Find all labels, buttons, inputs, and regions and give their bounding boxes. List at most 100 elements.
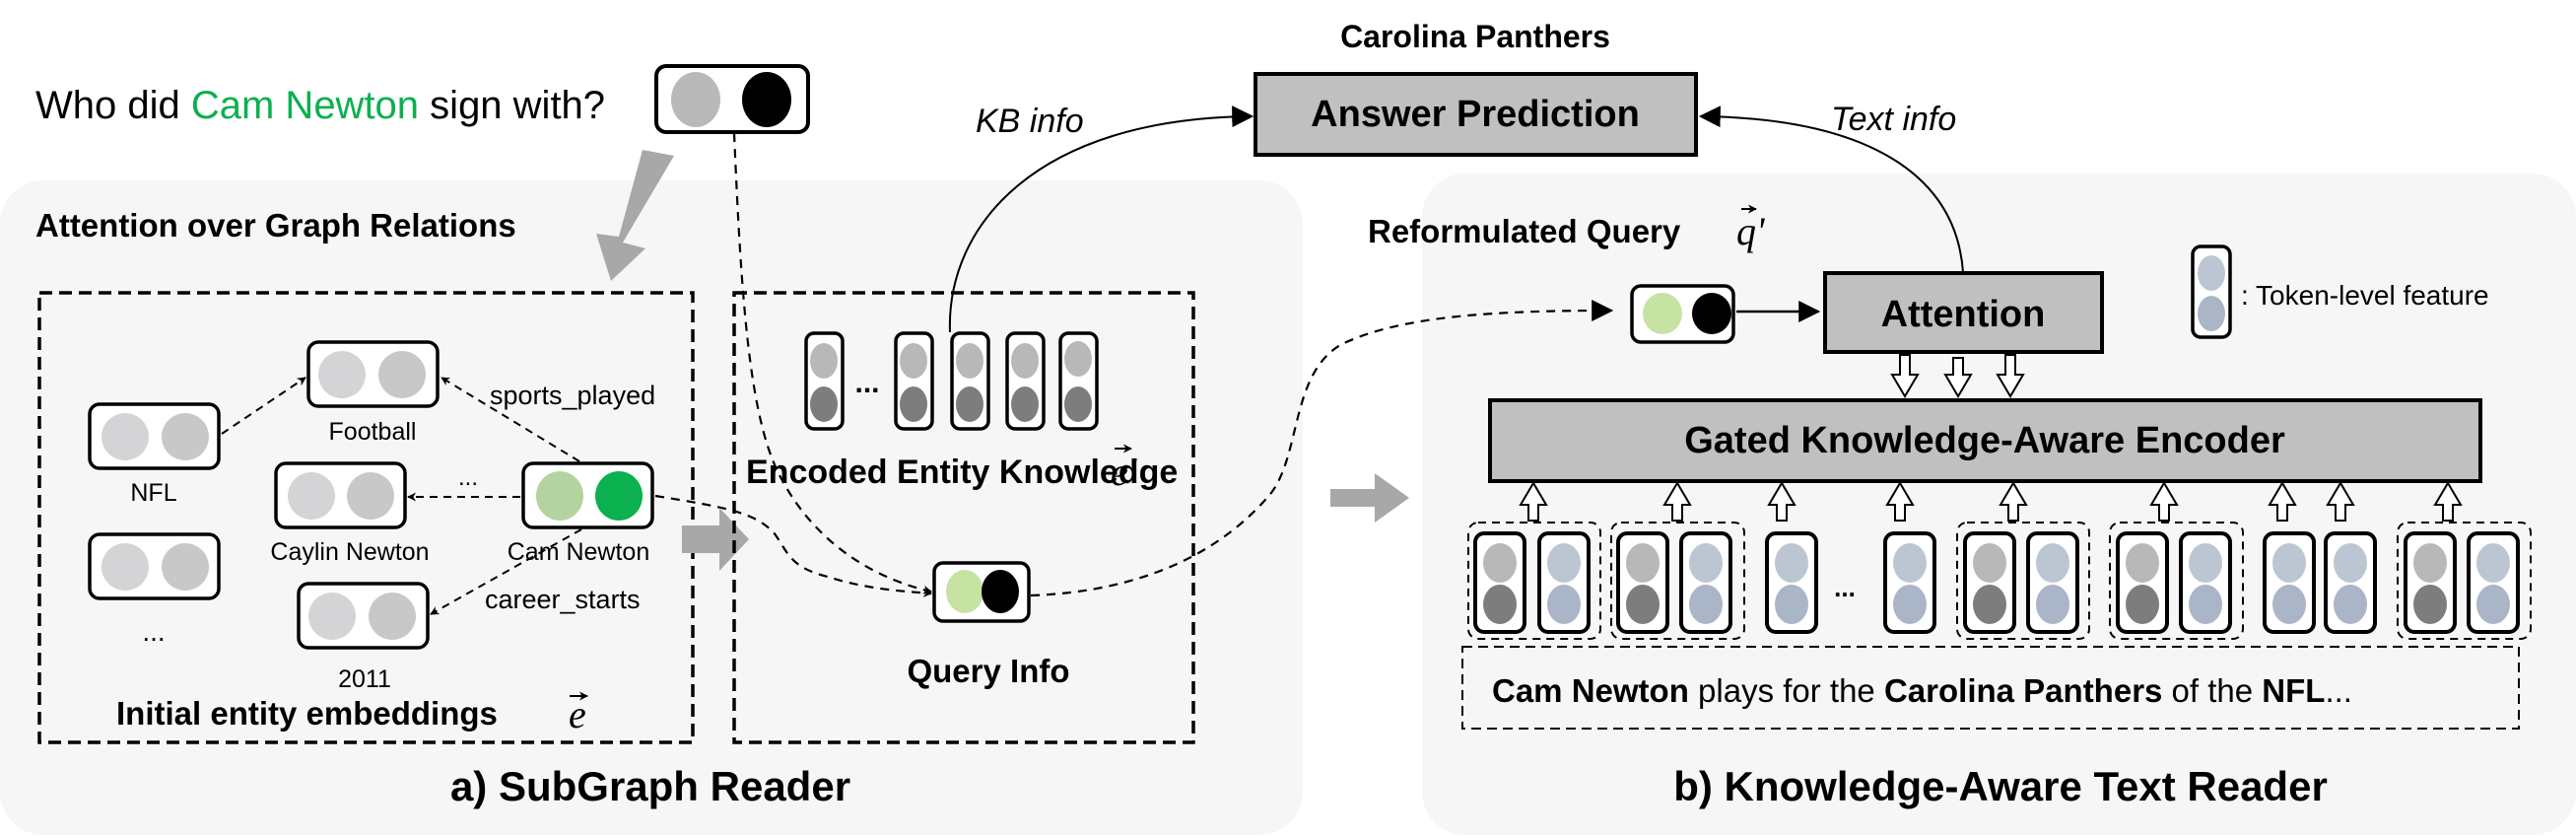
sentence-segment: NFL: [2262, 672, 2325, 709]
encoded-knowledge-caption: Encoded Entity Knowledge: [746, 454, 1178, 491]
sentence-segment: plays for the: [1689, 672, 1884, 709]
panel-a-title: a) SubGraph Reader: [450, 763, 850, 809]
question-vector: [654, 64, 810, 134]
entity-node-2011: [297, 582, 430, 650]
token-feature: [2324, 531, 2377, 634]
edge-nfl-football: [221, 377, 306, 435]
encoded-ellipsis: ...: [854, 367, 879, 399]
question-to-query-edge: [732, 132, 932, 594]
initial-embeddings-caption: Initial entity embeddings: [116, 695, 498, 732]
question-text: Who did Cam Newton sign with?: [35, 84, 605, 127]
input-sentence: Cam Newton plays for the Carolina Panthe…: [1492, 672, 2352, 709]
entity-label-football: Football: [329, 418, 417, 446]
hollow-up-arrow: [1999, 481, 2028, 522]
token-entity-pair-group: [1956, 522, 2090, 640]
token-feature: [1883, 531, 1936, 634]
entity-node-cam-newton: [521, 461, 654, 529]
entity-label-nfl: NFL: [130, 479, 176, 507]
encoded-vector: [1005, 331, 1046, 431]
text-info-edge: [1698, 105, 1964, 273]
attention-label: Attention: [1881, 294, 2046, 335]
entity-node-nfl: [88, 402, 221, 470]
reformulated-query-label: Reformulated Query: [1368, 213, 1681, 249]
hollow-up-arrow: [2433, 481, 2463, 522]
hollow-down-arrow: [1996, 354, 2025, 398]
hollow-down-arrow: [1890, 354, 1920, 398]
relation-ellipsis: ...: [458, 464, 478, 491]
encoded-knowledge-box: [732, 291, 1195, 744]
token-feature: [1537, 531, 1591, 634]
reformulated-query-symbol: q': [1736, 209, 1766, 253]
hollow-down-arrow: [1943, 357, 1973, 398]
hollow-up-arrow: [1519, 481, 1548, 522]
entity-node-football: [306, 340, 440, 408]
panel-b-title: b) Knowledge-Aware Text Reader: [1673, 763, 2328, 809]
sentence-segment: ...: [2325, 672, 2352, 709]
panel-a-to-b-arrow: [1330, 473, 1409, 523]
token-feature-legend-icon: [2191, 244, 2232, 339]
entity-knowledge-feature: [1473, 531, 1526, 634]
hollow-up-arrow: [1885, 481, 1915, 522]
token-ellipsis: ...: [1834, 573, 1856, 602]
gated-encoder-box: [1488, 398, 2482, 483]
sentence-segment: of the: [2162, 672, 2262, 709]
token-feature: [2467, 531, 2520, 634]
token-feature-legend-label: : Token-level feature: [2241, 280, 2489, 311]
encoded-entity-vectors: [804, 331, 1099, 431]
token-feature: [1765, 531, 1818, 634]
edge-cam-2011: [430, 528, 582, 615]
hollow-up-arrow: [1662, 481, 1692, 522]
encoded-knowledge-symbol: e': [1111, 450, 1138, 494]
entity-knowledge-feature: [2404, 531, 2457, 634]
encoded-vector: [950, 331, 990, 431]
query-info-vector: [932, 561, 1031, 623]
relation-career-starts: career_starts: [485, 585, 641, 614]
hollow-up-arrow: [2149, 481, 2179, 522]
token-feature: [1679, 531, 1732, 634]
encoded-vector: [894, 331, 934, 431]
token-feature: [2263, 531, 2316, 634]
token-to-encoder-arrows: [1519, 481, 2463, 522]
token-feature: [2179, 531, 2232, 634]
cam-to-query-edge: [654, 494, 932, 597]
entity-knowledge-feature: [2116, 531, 2169, 634]
relation-sports-played: sports_played: [490, 381, 655, 410]
entity-node-unlabeled: [88, 532, 221, 600]
entity-label-cam-newton: Cam Newton: [508, 538, 650, 566]
kb-info-edge: [948, 105, 1254, 333]
hollow-up-arrow: [2268, 481, 2297, 522]
token-feature-columns: [1467, 522, 2532, 640]
initial-embeddings-symbol: e: [569, 692, 586, 736]
initial-embeddings-box: [37, 291, 695, 744]
answer-label: Carolina Panthers: [1340, 19, 1610, 54]
answer-prediction-box: [1254, 72, 1698, 157]
hollow-up-arrow: [1767, 481, 1796, 522]
sentence-segment: Cam Newton: [1492, 672, 1689, 709]
query-info-caption: Query Info: [907, 653, 1069, 689]
token-feature: [2026, 531, 2079, 634]
encoded-vector: [804, 331, 845, 431]
entity-label-2011: 2011: [338, 665, 391, 693]
attention-box: [1823, 271, 2104, 354]
entity-knowledge-feature: [1616, 531, 1669, 634]
entity-label-caylin-newton: Caylin Newton: [270, 538, 429, 566]
sentence-box: [1461, 646, 2520, 730]
answer-prediction-label: Answer Prediction: [1311, 94, 1640, 135]
attention-to-encoder-arrows: [1890, 354, 2025, 398]
gated-encoder-label: Gated Knowledge-Aware Encoder: [1684, 420, 2285, 461]
question-to-graph-arrow: [596, 150, 674, 281]
entity-list-ellipsis: ...: [142, 616, 165, 647]
kb-info-label: KB info: [976, 103, 1084, 140]
entity-node-caylin-newton: [274, 461, 407, 529]
token-entity-pair-group: [1610, 522, 1745, 640]
entity-knowledge-feature: [1963, 531, 2016, 634]
hollow-up-arrow: [2326, 481, 2355, 522]
query-to-reformulated-edge: [1030, 300, 1614, 597]
initial-to-encoded-arrow: [682, 508, 749, 571]
token-entity-pair-group: [2109, 522, 2244, 640]
question-entity: Cam Newton: [191, 84, 419, 127]
sentence-segment: Carolina Panthers: [1884, 672, 2162, 709]
token-entity-pair-group: [1467, 522, 1601, 640]
text-info-label: Text info: [1831, 101, 1956, 138]
